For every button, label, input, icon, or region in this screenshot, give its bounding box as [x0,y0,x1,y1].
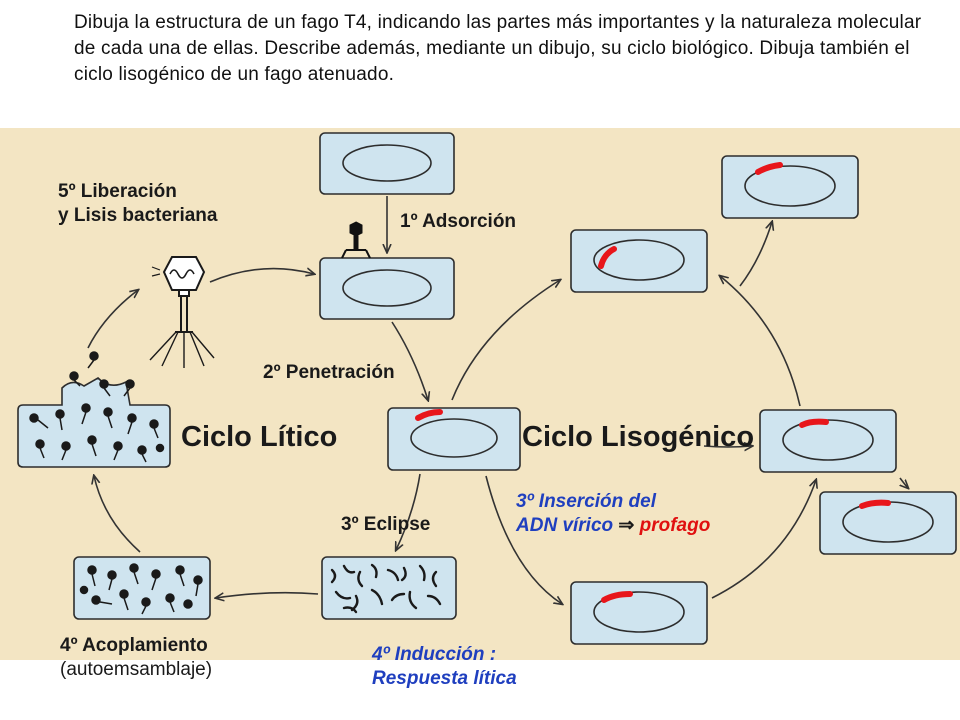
label-assembly-line1: 4º Acoplamiento [60,635,208,656]
arrow-lysogenic-top [739,222,772,287]
label-assembly-line2: (autoemsamblaje) [60,659,213,680]
arrow-to-induction [485,475,562,604]
bacterium-lysogenic-1 [570,229,708,293]
arrow-to-lysogenic-4 [900,477,908,488]
label-induction-line2: Respuesta lítica [372,668,517,689]
label-liberation-line2: y Lisis bacteriana [58,205,218,226]
arrow-lysogenic-up [720,276,801,407]
lysogenic-cycle-title: Ciclo Lisogénico [522,421,755,453]
label-insertion-line1: 3º Inserción del [516,491,656,512]
bacterium-lysogenic-4 [819,491,957,555]
arrow-to-lysogenic-3 [703,446,752,447]
label-insertion-dna: ADN vírico [516,515,614,536]
label-insertion-line2: ADN vírico ⇒ profago [516,514,710,538]
arrow-liberation-to-adsorption [209,269,314,283]
prophage-1 [598,246,617,269]
bacterium-eclipse [321,556,457,620]
prophage-4 [859,499,891,509]
bacterium-center [387,407,521,471]
excised-dna [601,591,633,603]
lytic-cycle-title: Ciclo Lítico [181,421,338,453]
bacterium-lysogenic-3 [759,409,897,473]
assembled-phages [79,563,203,615]
label-penetration: 2º Penetración [263,362,395,383]
implies-arrow: ⇒ [618,515,635,536]
released-phages [29,351,165,463]
bacterium-induction [570,581,708,645]
label-insertion: 3º Inserción del ADN vírico ⇒ profago [516,490,710,538]
phage-adsorbing [341,221,371,259]
arrow-assembly-to-lysis [94,476,141,553]
label-liberation: 5º Liberación y Lisis bacteriana [58,180,217,228]
arrow-induction-to-lysogenic [711,480,816,599]
viral-dna-center [415,409,443,421]
arrow-eclipse-to-assembly [216,591,319,598]
label-liberation-line1: 5º Liberación [58,181,177,202]
arrow-lysis-to-phage [87,290,138,349]
arrow-to-center [391,321,428,400]
label-prophage: profago [639,515,711,536]
arrow-to-eclipse [396,473,421,550]
bacterium-lysogenic-2 [721,155,859,219]
label-adsorption: 1º Adsorción [400,211,517,232]
label-eclipse: 3º Eclipse [341,514,431,535]
bacterium-assembly [73,556,211,620]
cycle-arrows [87,196,908,604]
dna-fragments [330,563,442,614]
label-induction-line1: 4º Inducción : [372,644,497,665]
prophage-3 [799,418,829,428]
bacterium-lysis [17,351,171,468]
label-induction: 4º Inducción : Respuesta lítica [372,643,517,691]
bacterium-initial [319,132,455,195]
label-assembly: 4º Acoplamiento (autoemsamblaje) [60,634,212,682]
question-text: Dibuja la estructura de un fago T4, indi… [74,12,922,85]
t4-phage [149,256,215,368]
arrow-to-lysogenic-1 [451,280,560,401]
bacterium-adsorption [319,257,455,320]
prophage-2 [755,162,783,175]
